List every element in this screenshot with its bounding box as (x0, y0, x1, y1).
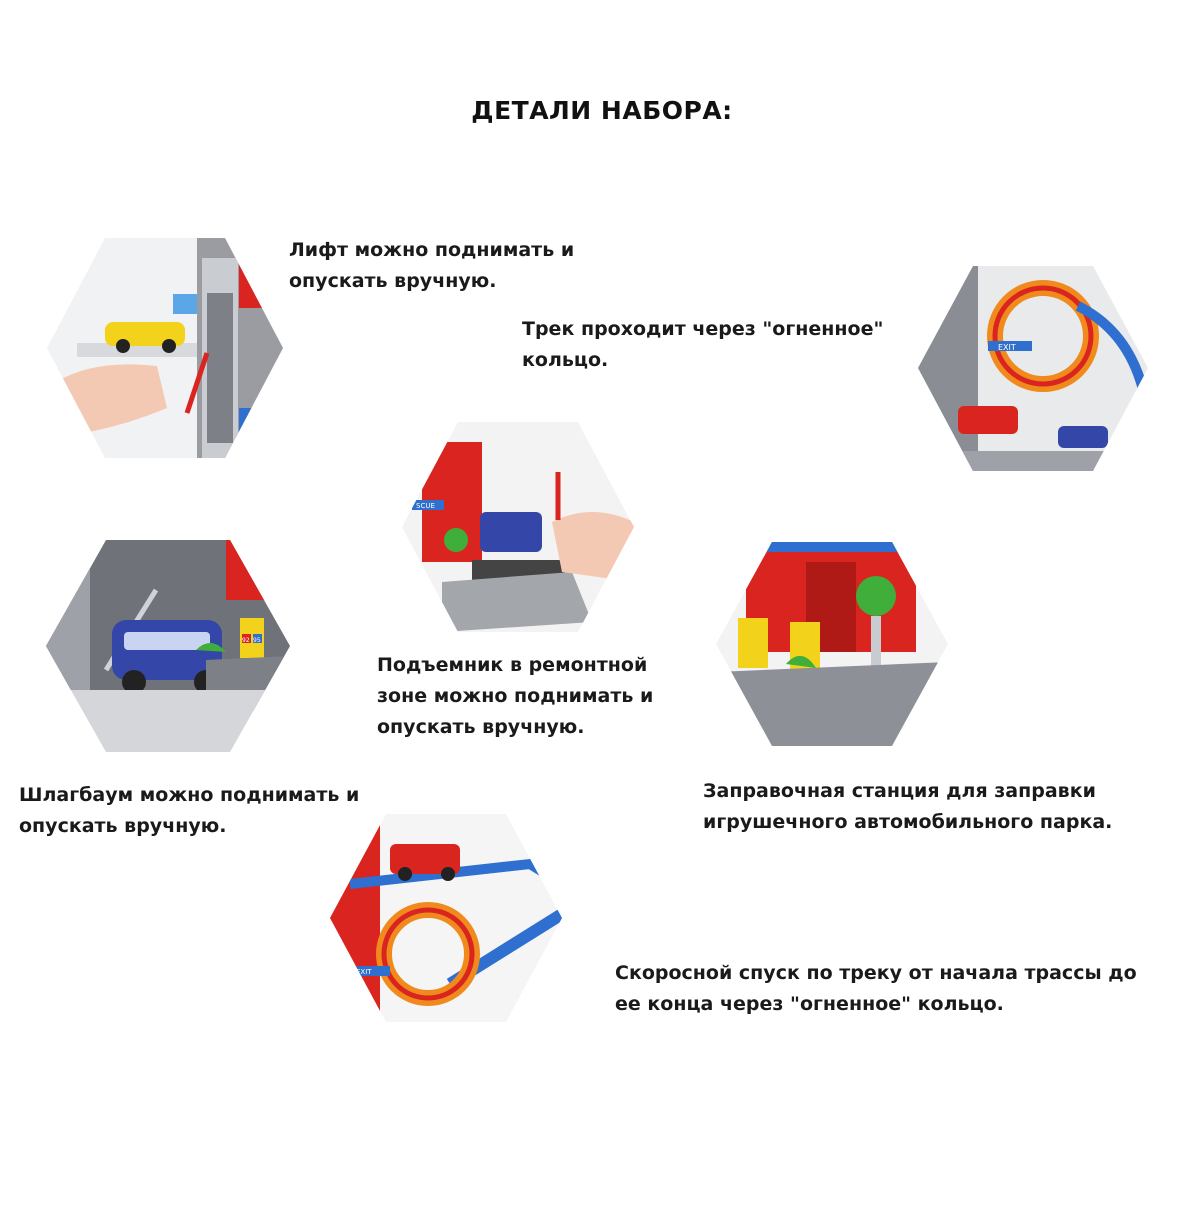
barrier-caption: Шлагбаум можно поднимать и опускать вруч… (19, 780, 359, 842)
caption-line: Лифт можно поднимать и (289, 239, 575, 261)
caption-line: ее конца через "огненное" кольцо. (615, 993, 1004, 1015)
exit-sign: EXIT (998, 343, 1016, 352)
caption-line: опускать вручную. (19, 815, 227, 837)
ring-caption: Трек проходит через "огненное" кольцо. (522, 314, 883, 376)
descent-caption: Скоросной спуск по треку от начала трасс… (615, 958, 1137, 1020)
caption-line: Подъемник в ремонтной (377, 654, 648, 676)
caption-line: Скоросной спуск по треку от начала трасс… (615, 962, 1137, 984)
page-title: ДЕТАЛИ НАБОРА: (471, 96, 733, 125)
caption-line: Шлагбаум можно поднимать и (19, 784, 360, 806)
lift-caption: Лифт можно поднимать и опускать вручную. (289, 235, 574, 297)
hoist-caption: Подъемник в ремонтной зоне можно поднима… (377, 650, 653, 743)
barrier-photo: 92 95 (46, 540, 290, 752)
descent-photo: EXIT (330, 814, 562, 1022)
caption-line: кольцо. (522, 349, 609, 371)
caption-line: Трек проходит через "огненное" (522, 318, 884, 340)
hoist-photo: SCUE (402, 422, 634, 632)
caption-line: Заправочная станция для заправки (703, 780, 1096, 802)
fuel-95-label: 95 (253, 637, 261, 644)
caption-line: опускать вручную. (377, 716, 585, 738)
rescue-sign: SCUE (416, 502, 435, 510)
fuel-caption: Заправочная станция для заправки игрушеч… (703, 776, 1112, 838)
fire-ring-photo: EXIT (918, 266, 1148, 471)
caption-line: зоне можно поднимать и (377, 685, 654, 707)
caption-line: игрушечного автомобильного парка. (703, 811, 1113, 833)
exit-sign: EXIT (356, 968, 372, 976)
caption-line: опускать вручную. (289, 270, 497, 292)
fuel-92-label: 92 (242, 637, 250, 644)
lift-photo (47, 238, 283, 458)
fuel-station-photo (716, 542, 948, 746)
